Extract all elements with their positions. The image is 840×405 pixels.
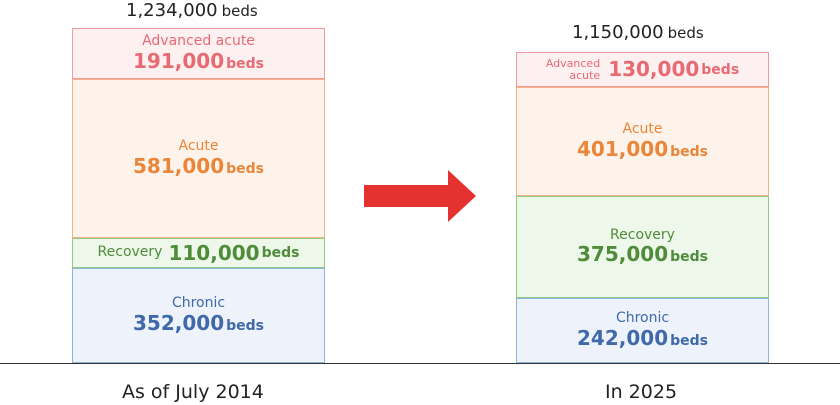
arrow-shape [364,170,476,222]
value-advanced-acute-2025: 130,000 [608,57,700,81]
label-acute-2014: Acute [178,138,219,155]
value-acute-2025: 401,000 [577,136,669,161]
label-recovery-2014: Recovery [97,244,163,261]
label-advanced-acute-2025-line2: acute [569,68,601,82]
category-label-2014: As of July 2014 [122,381,264,403]
unit-recovery-2025: beds [670,249,708,266]
label-chronic-2025: Chronic [615,310,670,327]
unit-acute-2014: beds [226,160,264,177]
label-advanced-acute-2025-line1: Advanced [545,56,601,70]
label-advanced-acute-2025: Advanced acute [546,58,600,81]
unit-recovery-2014: beds [261,245,300,261]
value-recovery-2014: 110,000 [168,240,260,265]
total-2025-value: 1,150,000 [572,22,664,43]
arrow-right-icon [364,170,476,222]
unit-acute-2025: beds [670,143,708,160]
value-advanced-acute-2014: 191,000 [133,48,225,73]
unit-advanced-acute-2025: beds [701,61,740,78]
x-axis-line [0,363,840,364]
value-recovery-2025: 375,000 [577,242,669,267]
total-2014-unit: beds [221,2,258,20]
total-2014-value: 1,234,000 [126,0,218,21]
category-label-2025: In 2025 [605,381,678,403]
value-acute-2014: 581,000 [133,153,225,178]
label-chronic-2014: Chronic [171,295,226,312]
unit-chronic-2025: beds [670,332,708,349]
label-advanced-acute-2014: Advanced acute [142,33,255,50]
value-chronic-2014: 352,000 [133,310,225,335]
unit-chronic-2014: beds [226,317,264,334]
label-recovery-2025: Recovery [610,226,675,243]
total-2025-unit: beds [667,24,704,42]
value-chronic-2025: 242,000 [577,325,669,350]
label-acute-2025: Acute [622,121,663,138]
unit-advanced-acute-2014: beds [226,55,264,72]
